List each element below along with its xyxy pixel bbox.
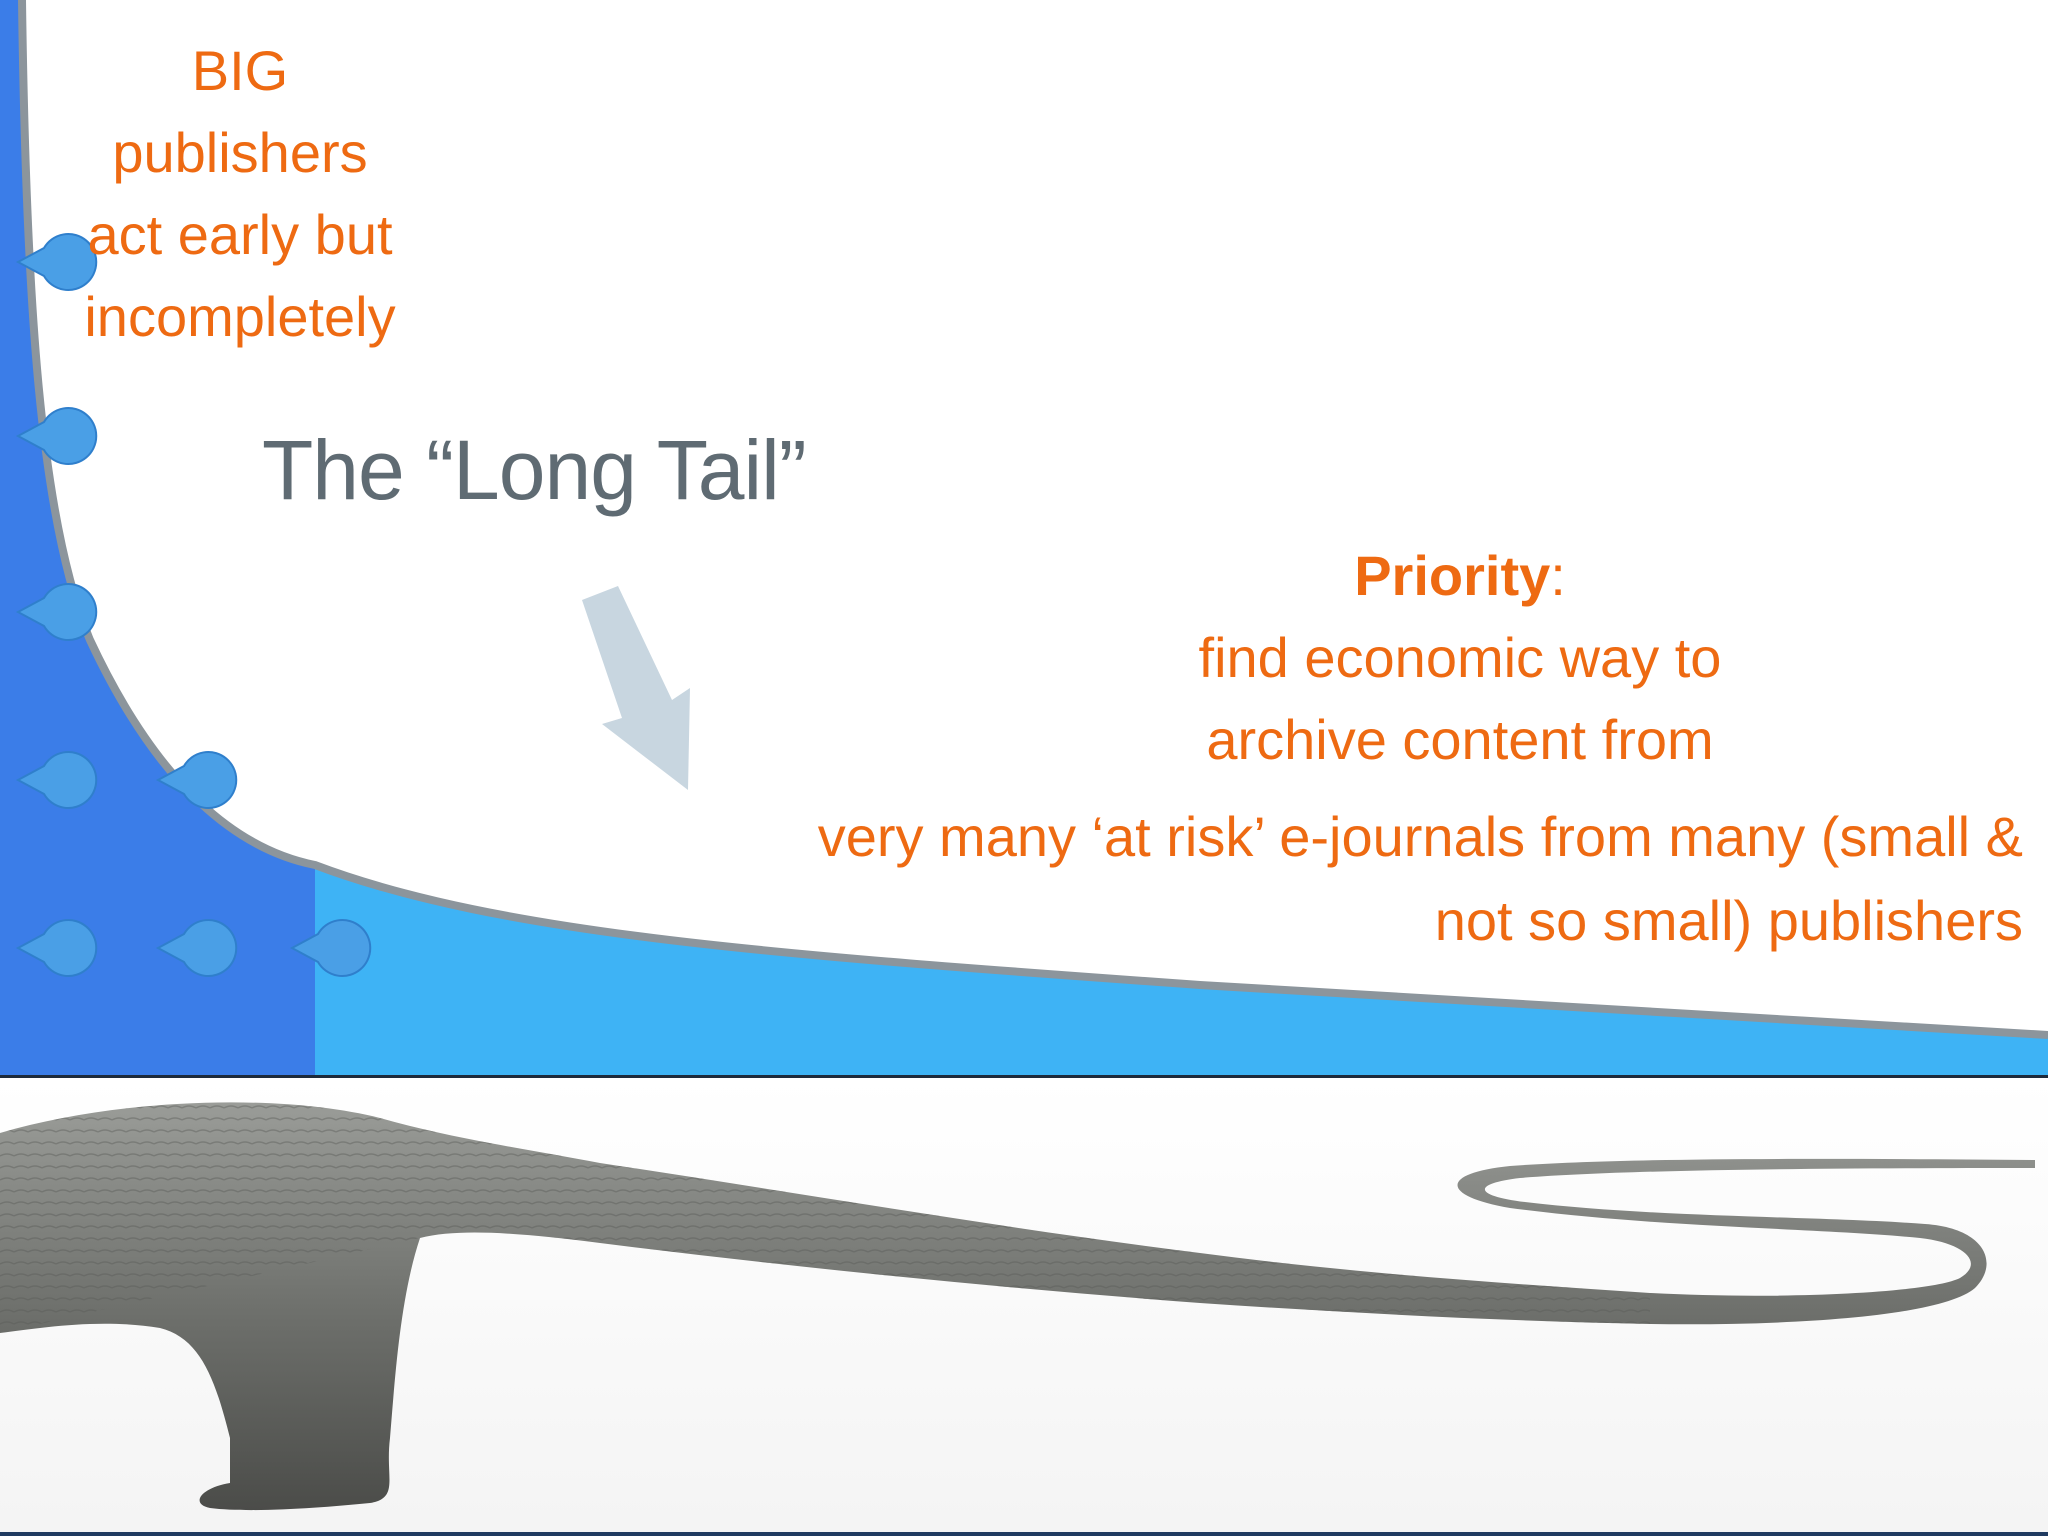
arrow-down-right-icon: [582, 586, 690, 790]
pacman-marker-icon: [155, 751, 238, 809]
at-risk-line: very many ‘at risk’ e-journals from many…: [817, 805, 2023, 868]
at-risk-line: not so small) publishers: [1434, 889, 2023, 952]
tail-area: [315, 865, 2048, 1075]
pacman-marker-icon: [15, 751, 98, 809]
long-tail-label: The “Long Tail”: [262, 423, 807, 517]
callout-line: incompletely: [84, 285, 396, 348]
dinosaur-photo-panel: [0, 1075, 2048, 1536]
pacman-marker-icon: [289, 919, 372, 977]
big-publishers-callout: BIG publishers act early but incompletel…: [40, 30, 440, 358]
pacman-marker-icon: [15, 583, 98, 641]
callout-line: BIG: [191, 39, 289, 102]
pacman-marker-icon: [15, 233, 98, 291]
priority-heading-line: Priority:: [1060, 535, 1860, 617]
priority-line: find economic way to: [1198, 626, 1722, 689]
dinosaur-tail-illustration: [0, 1102, 2035, 1511]
long-tail-chart: [0, 0, 2048, 1075]
long-tail-curve: [18, 0, 2048, 1039]
at-risk-callout: very many ‘at risk’ e-journals from many…: [523, 795, 2023, 963]
priority-heading: Priority: [1354, 544, 1551, 607]
pacman-marker-icon: [155, 919, 238, 977]
callout-line: act early but: [87, 203, 393, 266]
pacman-marker-icon: [15, 919, 98, 977]
pacman-marker-icon: [15, 407, 98, 465]
priority-line: archive content from: [1206, 708, 1714, 771]
callout-line: publishers: [112, 121, 368, 184]
priority-callout: Priority: find economic way to archive c…: [1060, 535, 1860, 781]
priority-colon: :: [1550, 544, 1566, 607]
